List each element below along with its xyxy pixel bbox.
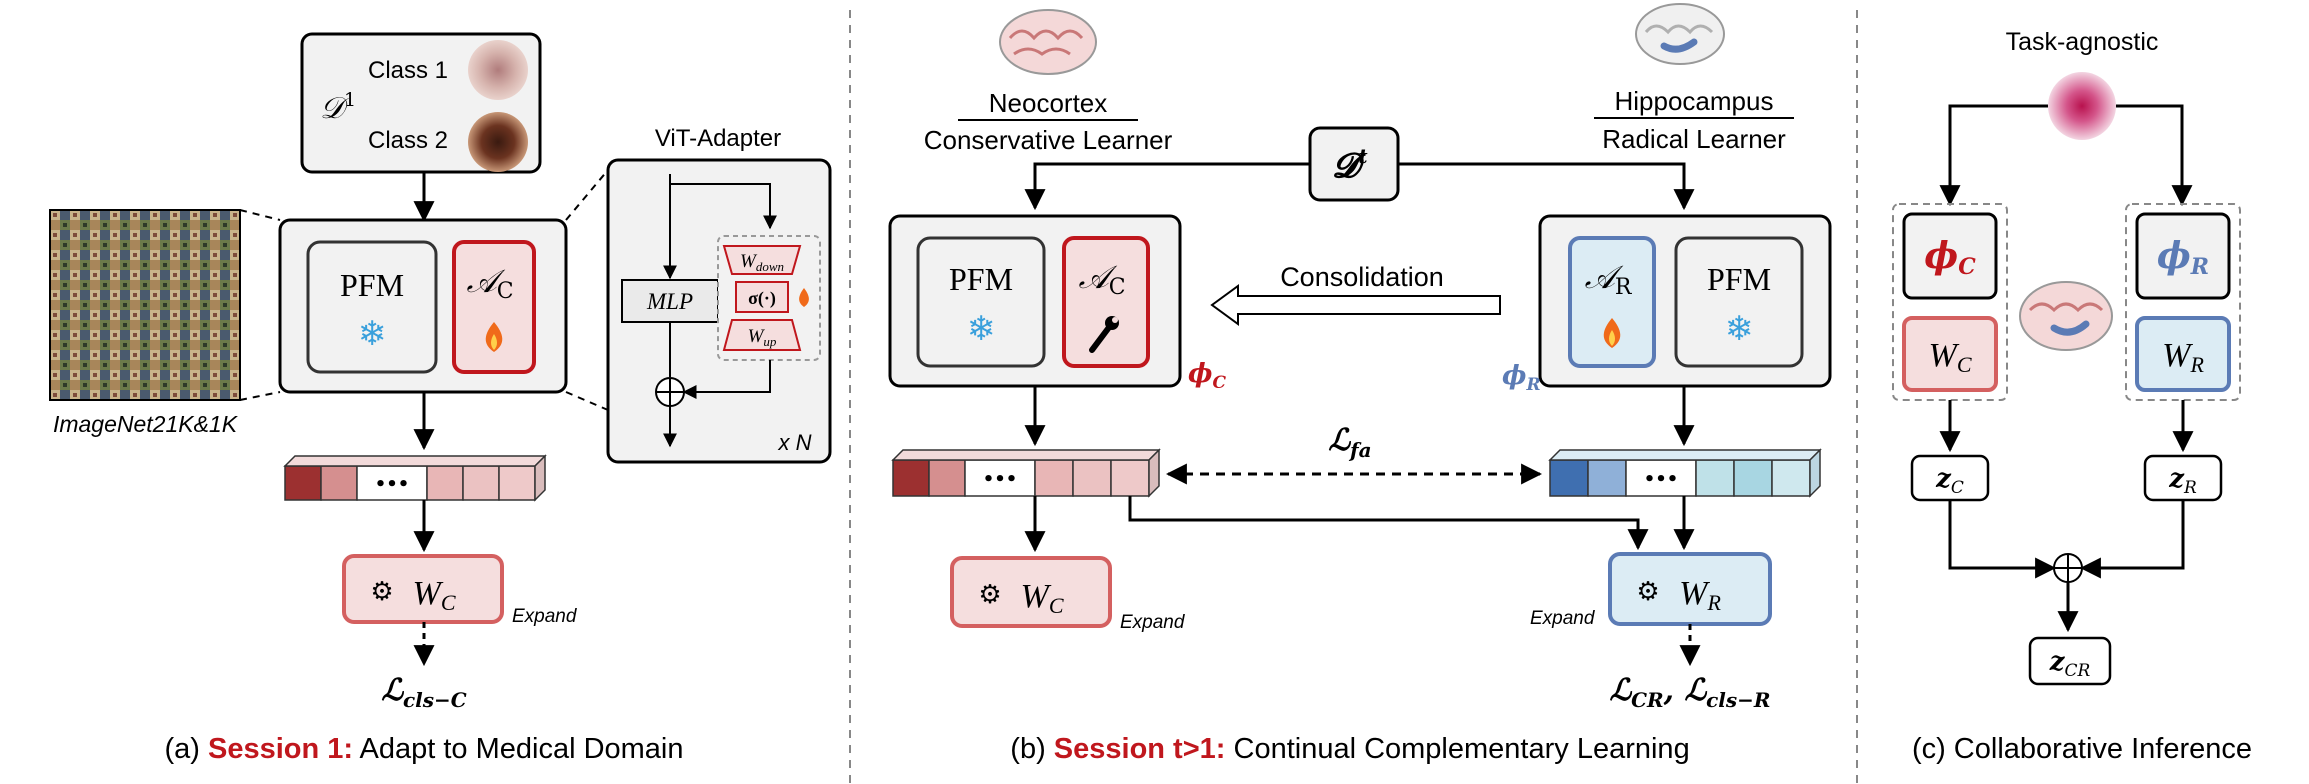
ellipsis-a: •••	[375, 474, 410, 495]
gear-icon: ⚙	[1636, 577, 1659, 607]
pfm-box-b-right	[1674, 236, 1804, 368]
w-r-label: WR	[2162, 337, 2204, 377]
expand-label-b-c: Expand	[1120, 612, 1186, 633]
w-c-label: WC	[1928, 337, 1971, 377]
feature-vector-a	[283, 454, 547, 502]
class1-label: Class 1	[368, 57, 448, 84]
w-down-label: Wdown	[740, 251, 784, 274]
sigma-label: σ(·)	[748, 288, 776, 309]
mlp-box	[621, 279, 719, 323]
caption-a: (a) Session 1: Adapt to Medical Domain	[164, 733, 683, 765]
z-cr-label: zCR	[2049, 647, 2091, 681]
snowflake-icon: ❄	[358, 314, 387, 354]
head-box-b-c	[950, 556, 1112, 628]
feature-vector-c	[891, 448, 1161, 498]
w-up-block	[722, 319, 802, 351]
panel-c: Task-agnostic ϕC WC ϕR WR zC zR	[1892, 28, 2252, 765]
expand-label-a: Expand	[512, 606, 578, 627]
snowflake-icon: ❄	[1725, 309, 1754, 349]
head-label-b-r: WR	[1679, 575, 1721, 615]
adapter-r-box	[1568, 236, 1656, 368]
ellipsis-b-left: •••	[983, 469, 1018, 490]
z-cr-box	[2028, 636, 2112, 686]
caption-b: (b) Session t>1: Continual Complementary…	[1010, 733, 1689, 765]
phi-r-label-b: ϕR	[1502, 361, 1541, 395]
expand-label-b-r: Expand	[1530, 608, 1596, 629]
adapter-c-label: 𝒜C	[1078, 258, 1125, 300]
z-r-label: zR	[2168, 464, 2197, 498]
repeat-label: x N	[778, 430, 812, 455]
pfm-label-b-right: PFM	[1707, 261, 1771, 297]
adapter-c-box	[1062, 236, 1150, 368]
task-agnostic-title: Task-agnostic	[2006, 28, 2159, 56]
imagenet-label: ImageNet21K&1K	[53, 411, 239, 437]
group-c-dashed	[1892, 203, 2008, 401]
brain-icon-middle	[2019, 281, 2113, 351]
z-c-label: zC	[1935, 464, 1964, 498]
loss-label-a: ℒcls−C	[381, 673, 466, 712]
pfm-box-a	[306, 240, 438, 374]
feature-vector-r	[1548, 448, 1822, 498]
phi-r-label: ϕR	[2157, 235, 2209, 280]
pfm-box-b-left	[916, 236, 1046, 368]
panel-a: 𝒟1 Class 1 Class 2 ImageNet21K&1K PFM ❄ …	[49, 32, 832, 765]
lfa-label: ℒfa	[1328, 423, 1371, 462]
panel-b: Neocortex Conservative Learner Hippocamp…	[888, 3, 1832, 765]
class2-label: Class 2	[368, 127, 448, 154]
hippocampus-label: Hippocampus	[1615, 86, 1774, 116]
w-c-box	[1902, 316, 1998, 392]
mlp-label: MLP	[646, 289, 693, 314]
wrench-icon	[1089, 316, 1119, 353]
task-agnostic-image	[2048, 72, 2116, 140]
flame-icon-small	[799, 288, 809, 307]
gear-icon: ⚙	[370, 577, 393, 607]
class1-lesion-image	[468, 40, 528, 100]
vit-adapter-title: ViT-Adapter	[655, 125, 781, 152]
head-label-b-c: WC	[1020, 578, 1063, 618]
conservative-label: Conservative Learner	[924, 125, 1173, 155]
head-label-a: WC	[412, 575, 455, 615]
dataset-label-b: 𝓓t	[1332, 144, 1368, 186]
loss-label-b: ℒCR, ℒcls−R	[1609, 673, 1770, 712]
consolidation-arrow	[1210, 284, 1501, 326]
adapter-box-a	[452, 240, 536, 374]
imagenet-image	[49, 209, 241, 401]
group-r-dashed	[2125, 203, 2241, 401]
w-r-box	[2135, 316, 2231, 392]
gear-icon: ⚙	[978, 580, 1001, 610]
phi-c-label-b: ϕC	[1188, 359, 1226, 393]
sigma-block	[735, 281, 789, 313]
brain-icon-right	[1635, 3, 1725, 65]
brain-icon-left	[999, 9, 1097, 75]
radical-label: Radical Learner	[1602, 124, 1786, 154]
class2-lesion-image	[468, 112, 528, 172]
pfm-label-a: PFM	[340, 267, 404, 303]
w-up-label: Wup	[748, 326, 777, 349]
phi-r-box	[2135, 212, 2231, 300]
w-down-block	[722, 245, 802, 275]
neocortex-label: Neocortex	[989, 88, 1108, 118]
consolidation-label: Consolidation	[1280, 262, 1444, 292]
caption-c: (c) Collaborative Inference	[1912, 733, 2252, 765]
snowflake-icon: ❄	[967, 309, 996, 349]
ellipsis-b-right: •••	[1644, 469, 1679, 490]
phi-c-label: ϕC	[1924, 235, 1976, 280]
pfm-label-b-left: PFM	[949, 261, 1013, 297]
phi-c-box	[1902, 212, 1998, 300]
